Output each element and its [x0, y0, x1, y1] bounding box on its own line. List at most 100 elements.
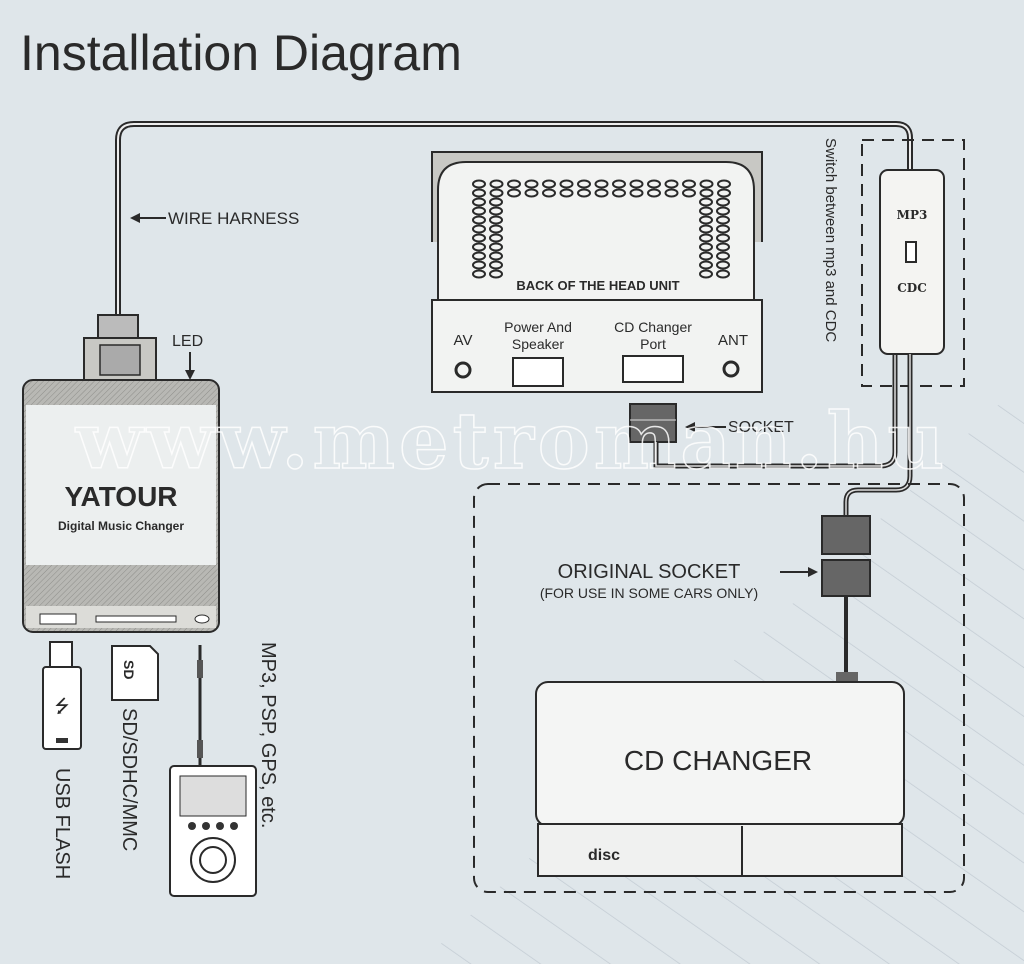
vent-hole [716, 251, 730, 261]
vent-hole [716, 233, 730, 243]
sd-card-icon: SD [111, 645, 159, 701]
svg-text:LED: LED [172, 333, 203, 350]
vent-hole [489, 224, 503, 234]
vent-hole [664, 179, 679, 189]
vent-hole [559, 188, 574, 198]
power-speaker-label-2: Speaker [512, 336, 564, 352]
vent-hole [716, 206, 730, 216]
vent-hole [489, 260, 503, 270]
vent-hole [489, 206, 503, 216]
watermark: www.metroman.hu [75, 396, 948, 487]
vent-hole [716, 224, 730, 234]
vent-hole [472, 188, 486, 198]
power-speaker-port [512, 357, 564, 387]
vent-hole [472, 260, 486, 270]
vent-hole [472, 215, 486, 225]
vent-hole [647, 188, 661, 198]
vent-hole [699, 215, 713, 225]
media-player-icon [169, 765, 257, 897]
vent-hole [699, 224, 713, 234]
mode-switch[interactable]: MP3 CDC [879, 169, 945, 355]
wire-harness-label: WIRE HARNESS [130, 209, 299, 228]
ant-port [722, 360, 740, 378]
brand-subtitle: Digital Music Changer [58, 519, 184, 533]
vent-hole [699, 188, 714, 198]
vent-hole [472, 179, 486, 189]
vent-hole [489, 251, 503, 261]
socket: SOCKET [629, 355, 898, 469]
vent-hole [472, 233, 486, 243]
usb-flash-label: USB FLASH [51, 768, 73, 879]
vent-hole [699, 233, 713, 243]
sd-card-label: SD/SDHC/MMC [118, 708, 140, 851]
cd-changer-label: CD CHANGER [624, 745, 812, 776]
cd-changer: CD CHANGER disc [535, 681, 905, 877]
vent-hole [489, 197, 503, 207]
vent-hole [489, 179, 504, 189]
led-label: LED [172, 333, 203, 380]
vent-hole [472, 242, 486, 252]
cd-changer-region [473, 483, 965, 893]
original-socket [780, 515, 871, 682]
vent-hole [664, 188, 679, 198]
usb-flash-icon: ⭍ [42, 641, 82, 750]
vent-hole [682, 188, 696, 198]
toggle-switch-icon [905, 241, 917, 263]
vent-hole [717, 179, 731, 189]
socket-label: SOCKET [728, 419, 794, 436]
vent-hole [577, 179, 591, 189]
head-unit-vents [472, 179, 731, 279]
page-title: Installation Diagram [20, 25, 462, 81]
vent-hole [507, 179, 521, 189]
vent-hole [717, 188, 731, 198]
original-socket-label: ORIGINAL SOCKET [558, 561, 741, 583]
vent-hole [699, 251, 713, 261]
vent-hole [699, 197, 713, 207]
vent-hole [716, 260, 730, 270]
switch-note: Switch between mp3 and CDC [822, 138, 839, 342]
vent-hole [472, 206, 486, 216]
vent-hole [612, 179, 626, 189]
vent-hole [489, 215, 503, 225]
vent-hole [594, 179, 609, 189]
vent-hole [524, 188, 539, 198]
vent-hole [647, 179, 661, 189]
vent-hole [472, 197, 486, 207]
vent-hole [716, 197, 730, 207]
cd-changer-port-label-2: Port [640, 336, 666, 352]
av-port [454, 361, 472, 379]
original-socket-note: (FOR USE IN SOME CARS ONLY) [540, 585, 758, 601]
yatour-device: YATOUR Digital Music Changer [22, 379, 220, 633]
ant-label: ANT [718, 332, 748, 349]
cd-changer-port-label: CD Changer [614, 319, 692, 335]
vent-hole [472, 224, 486, 234]
vent-hole [682, 179, 696, 189]
switch-region [861, 139, 965, 387]
vent-hole [559, 179, 574, 189]
vent-hole [699, 179, 714, 189]
vent-hole [577, 188, 591, 198]
brand-logo: YATOUR [64, 481, 177, 512]
vent-hole [542, 179, 556, 189]
vent-hole [489, 233, 503, 243]
vent-hole [716, 269, 730, 279]
vent-hole [699, 242, 713, 252]
vent-hole [489, 242, 503, 252]
harness-connector [83, 314, 157, 385]
vent-hole [629, 188, 644, 198]
vent-hole [629, 179, 644, 189]
vent-hole [699, 269, 713, 279]
vent-hole [699, 206, 713, 216]
switch-cdc-label: CDC [897, 281, 927, 295]
vent-hole [489, 188, 504, 198]
aux-cable [197, 645, 203, 770]
vent-hole [507, 188, 521, 198]
vent-hole [542, 188, 556, 198]
disc-logo: disc [588, 847, 620, 864]
devices-label: MP3, PSP, GPS, etc. [257, 642, 279, 828]
switch-mp3-label: MP3 [897, 208, 928, 222]
vent-hole [716, 242, 730, 252]
head-unit: BACK OF THE HEAD UNIT AV Power And Speak… [431, 151, 763, 393]
